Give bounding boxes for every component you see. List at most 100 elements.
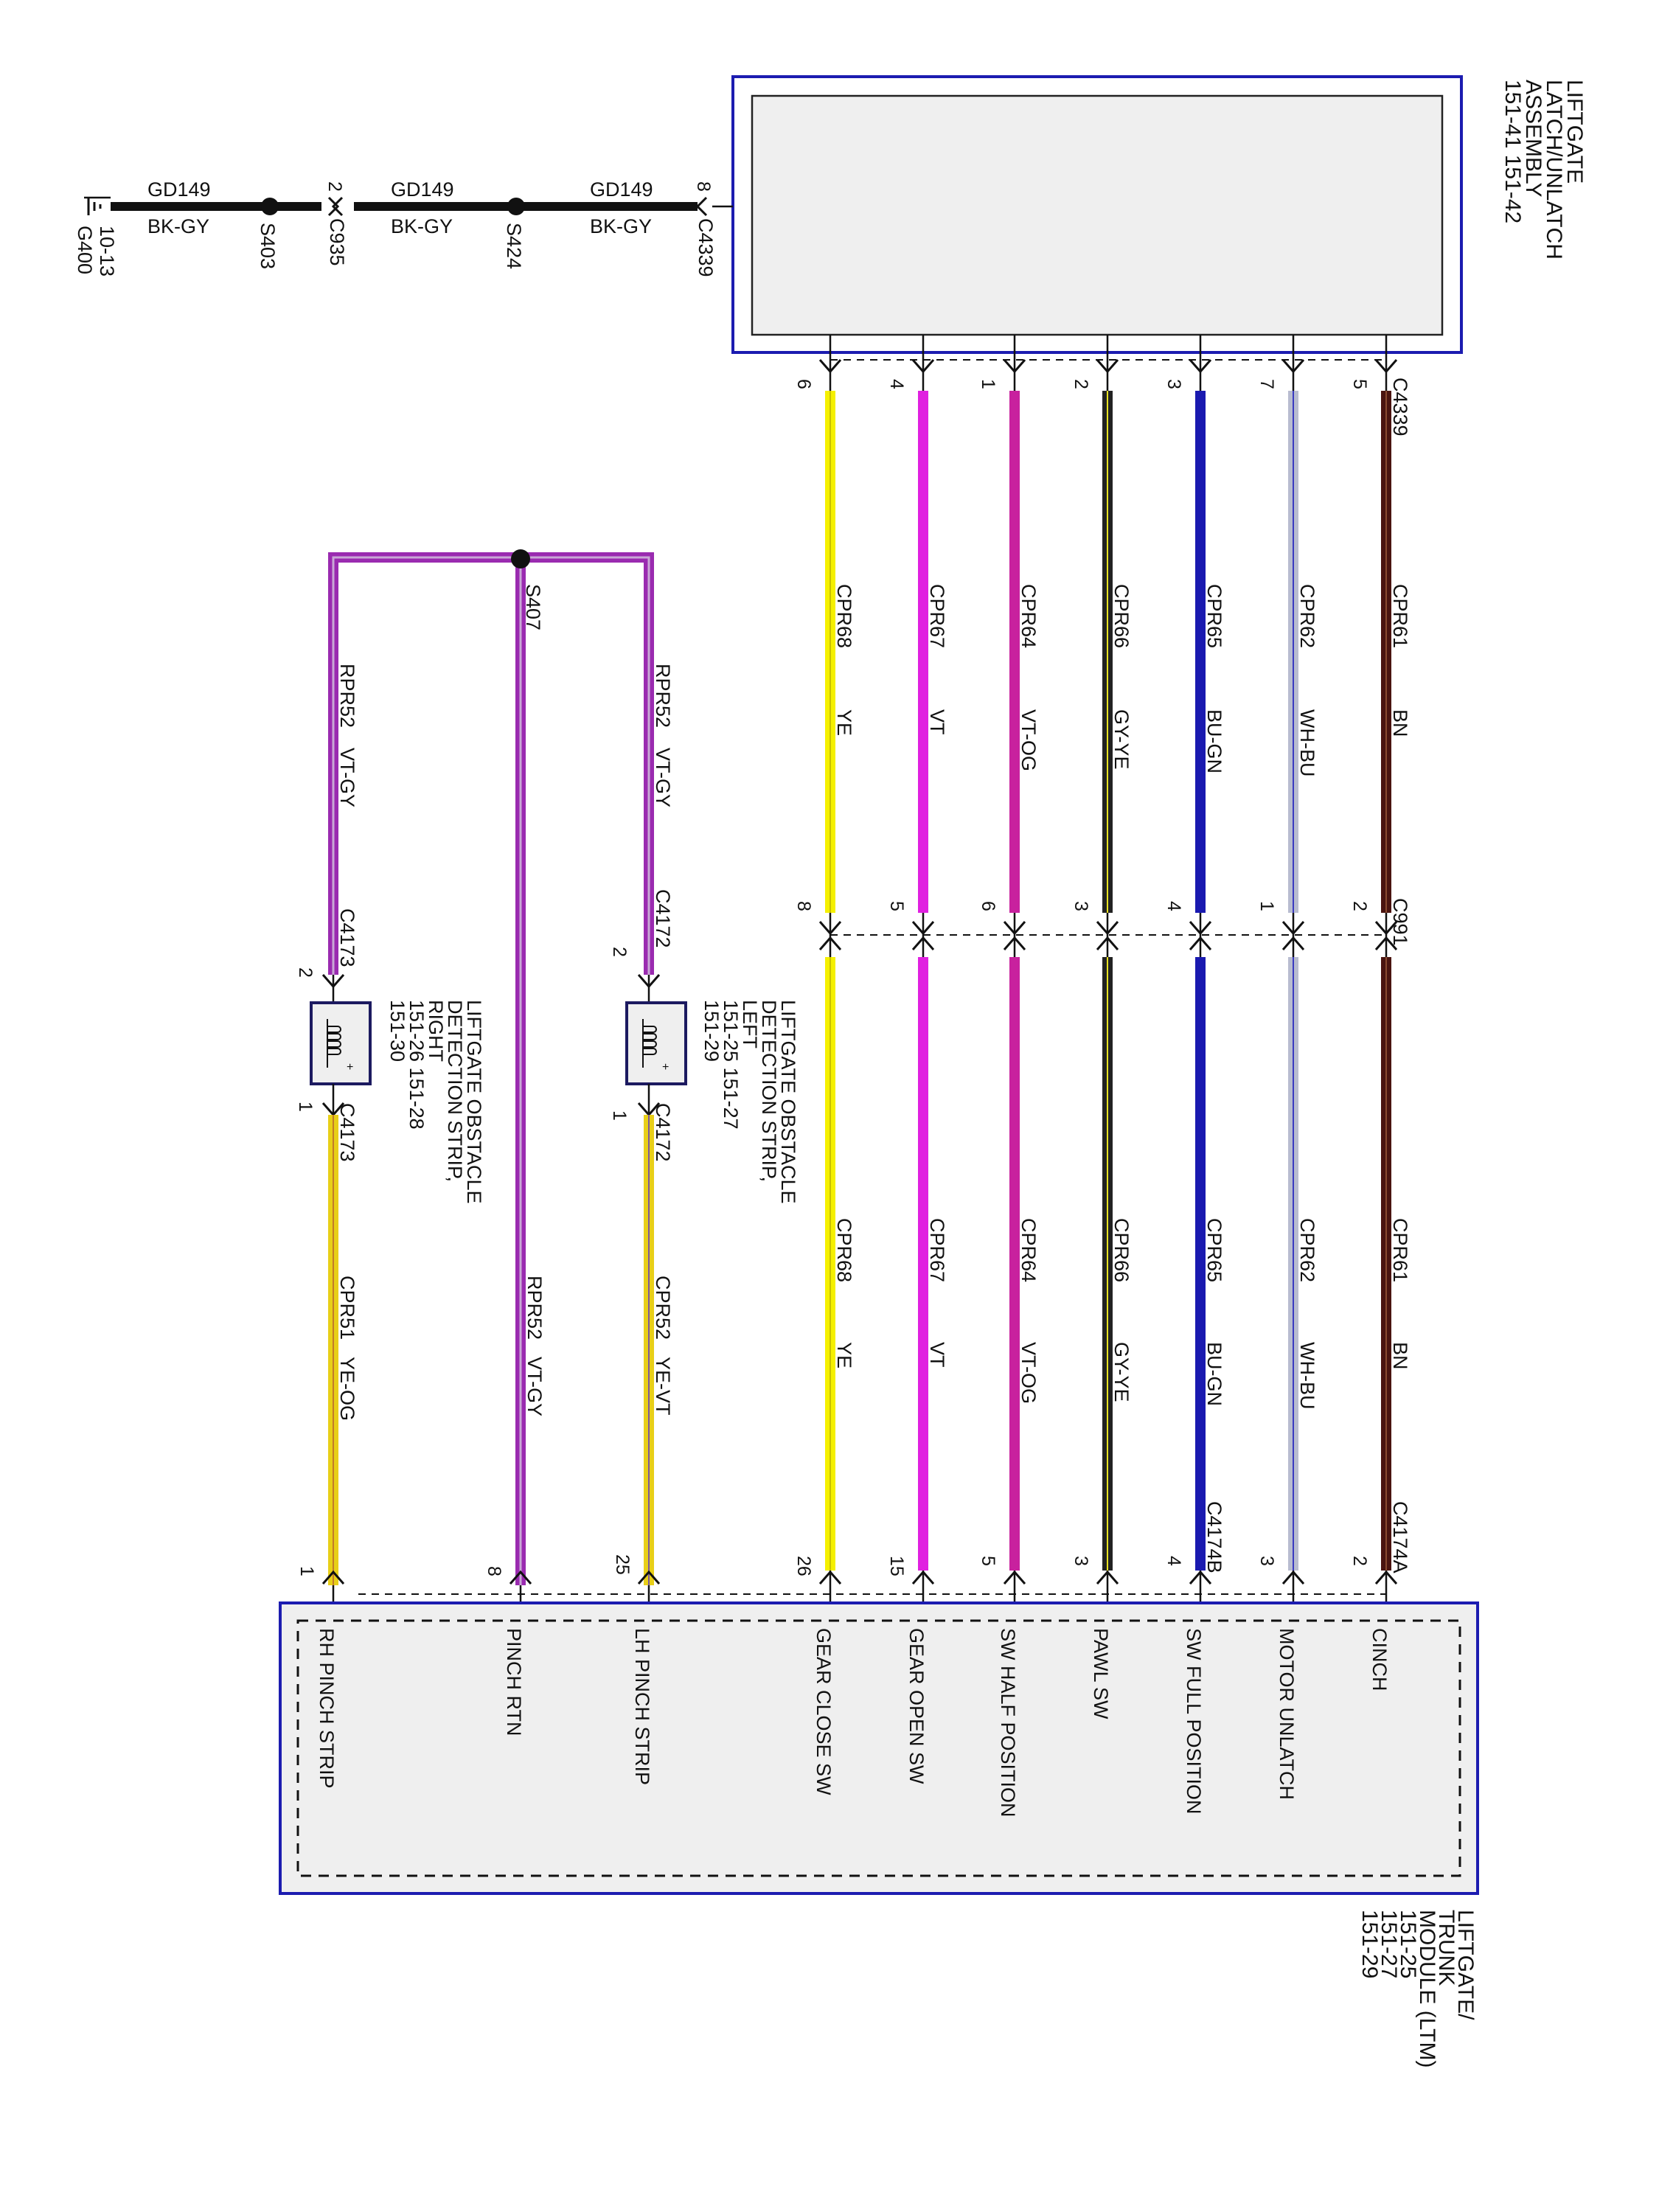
svg-text:LIFTGATE: LIFTGATE [1562,80,1587,184]
cpr62-ltm-pin: 3 [1256,1556,1277,1566]
cpr64-lower-color: VT-OG [1018,1342,1040,1404]
rh-lower-color: YE-OG [336,1357,358,1421]
svg-text:151-41 151-42: 151-41 151-42 [1500,80,1525,223]
svg-text:ASSEMBLY: ASSEMBLY [1521,80,1545,198]
ground-wire-3-color: BK-GY [590,215,652,237]
cpr64-ltm-chevron-icon [1003,1570,1026,1585]
c4172-label-bottom: C4172 [652,1103,674,1162]
cpr67-lower-color: VT [926,1342,948,1368]
rh-upper-color: VT-GY [336,748,358,807]
c4173-label-bottom: C4173 [336,1103,358,1162]
ground-id: G400 [74,226,96,274]
cpr66-c4339-chevron-icon [1096,359,1119,374]
cpr65-c991-top-chevron-icon [1189,921,1212,936]
rtn-circuit: RPR52 [524,1276,546,1340]
svg-text:+: + [347,1061,353,1074]
cpr67-ltm-chevron-icon [911,1570,935,1585]
ltm-pin-8-icon [509,1570,532,1585]
cpr67-ltm-pin: 15 [886,1556,907,1576]
cpr66-c991-top-chevron-icon [1096,921,1119,936]
lh-upper-circuit: RPR52 [652,664,674,728]
cpr61-upper-circuit: CPR61 [1389,584,1411,648]
cpr68-ltm-label: GEAR CLOSE SW [813,1628,835,1795]
svg-text:151-29: 151-29 [700,1000,723,1062]
cpr61-lower-circuit: CPR61 [1389,1218,1411,1282]
latch-assembly: LIFTGATE LATCH/UNLATCH ASSEMBLY 151-41 1… [731,75,1587,354]
cpr67-c4339-chevron-icon [911,359,935,374]
connector-c935-icon [327,196,344,217]
ground-wire-2-color: BK-GY [391,215,453,237]
cpr61-ltm-pin: 2 [1349,1556,1370,1566]
svg-text:151-29: 151-29 [1357,1910,1382,1978]
cpr62-c991-bottom-chevron-icon [1281,936,1305,950]
cpr67-c991-top-chevron-icon [911,921,935,936]
svg-text:MODULE (LTM): MODULE (LTM) [1415,1910,1439,2067]
cpr62-lower-color: WH-BU [1296,1342,1318,1409]
ground-ref: 10-13 [96,226,118,276]
ground-icon [84,196,111,215]
svg-text:151-27: 151-27 [1377,1910,1401,1978]
cpr65-c991-pin: 4 [1164,901,1184,911]
splice-s424 [507,198,525,215]
svg-text:LIFTGATE OBSTACLE: LIFTGATE OBSTACLE [463,1000,485,1204]
cpr67-c991-bottom-chevron-icon [911,936,935,950]
rh-lower-circuit: CPR51 [336,1276,358,1340]
cpr68-c991-pin: 8 [793,901,814,911]
c4173-label-top: C4173 [336,908,358,967]
svg-text:DETECTION STRIP,: DETECTION STRIP, [444,1000,466,1182]
cpr68-c991-bottom-chevron-icon [818,936,842,950]
splice-s407 [511,549,530,568]
cpr66-c991-pin: 3 [1071,901,1091,911]
cpr66-upper-circuit: CPR66 [1110,584,1133,648]
cpr65-lower-color: BU-GN [1203,1342,1225,1406]
cpr64-c991-bottom-chevron-icon [1003,936,1026,950]
ltm-pin-8: 8 [484,1566,504,1576]
cpr61-c991-top-chevron-icon [1374,921,1398,936]
cpr61-ltm-label: CINCH [1368,1628,1391,1691]
cpr65-c4339-pin: 3 [1164,379,1184,389]
svg-text:TRUNK: TRUNK [1434,1910,1458,1986]
cpr68-ltm-chevron-icon [818,1570,842,1585]
cpr64-c4339-pin: 1 [978,379,998,389]
cpr66-upper-color: GY-YE [1110,709,1133,770]
cpr61-c4339-pin: 5 [1349,379,1370,389]
cpr68-lower-color: YE [833,1342,855,1368]
cpr61-c991-pin: 2 [1349,901,1370,911]
c4339-pin-8: 8 [693,181,714,192]
cpr68-c4339-chevron-icon [818,359,842,374]
cpr64-upper-color: VT-OG [1018,709,1040,771]
rh-strip-sensor-icon: + [327,1019,353,1074]
cpr64-lower-circuit: CPR64 [1018,1218,1040,1282]
cpr64-upper-circuit: CPR64 [1018,584,1040,648]
cpr65-lower-circuit: CPR65 [1203,1218,1225,1282]
cpr66-lower-circuit: CPR66 [1110,1218,1133,1282]
cpr62-upper-color: WH-BU [1296,709,1318,776]
rh-upper-circuit: RPR52 [336,664,358,728]
cpr62-ltm-label: MOTOR UNLATCH [1276,1628,1298,1800]
ground-wire-3-circuit: GD149 [590,178,653,201]
lh-lower-color: YE-VT [652,1357,674,1416]
latch-assembly-title: LIFTGATE LATCH/UNLATCH ASSEMBLY 151-41 1… [1500,80,1587,260]
cpr67-ltm-label: GEAR OPEN SW [905,1628,928,1784]
svg-text:+: + [662,1061,669,1074]
cpr61-upper-color: BN [1389,709,1411,737]
cpr62-upper-circuit: CPR62 [1296,584,1318,648]
ltm-pin-1-icon [321,1570,345,1585]
c4339-label-left: C4339 [695,218,717,277]
svg-text:151-25: 151-25 [1396,1910,1420,1978]
cpr67-upper-color: VT [926,709,948,735]
cpr65-upper-circuit: CPR65 [1203,584,1225,648]
cpr65-ltm-chevron-icon [1189,1570,1212,1585]
rh-strip-label: LIFTGATE OBSTACLE DETECTION STRIP, RIGHT… [386,1000,485,1204]
splice-s407-label: S407 [522,584,544,630]
ground-wire-1-color: BK-GY [147,215,209,237]
cpr66-lower-color: GY-YE [1110,1342,1133,1402]
cpr62-ltm-chevron-icon [1281,1570,1305,1585]
splice-s403-label: S403 [257,223,279,269]
svg-text:151-25 151-27: 151-25 151-27 [720,1000,742,1130]
cpr64-c991-top-chevron-icon [1003,921,1026,936]
lh-lower-circuit: CPR52 [652,1276,674,1340]
svg-text:LATCH/UNLATCH: LATCH/UNLATCH [1542,80,1566,260]
connector-c4339-icon [695,196,708,217]
